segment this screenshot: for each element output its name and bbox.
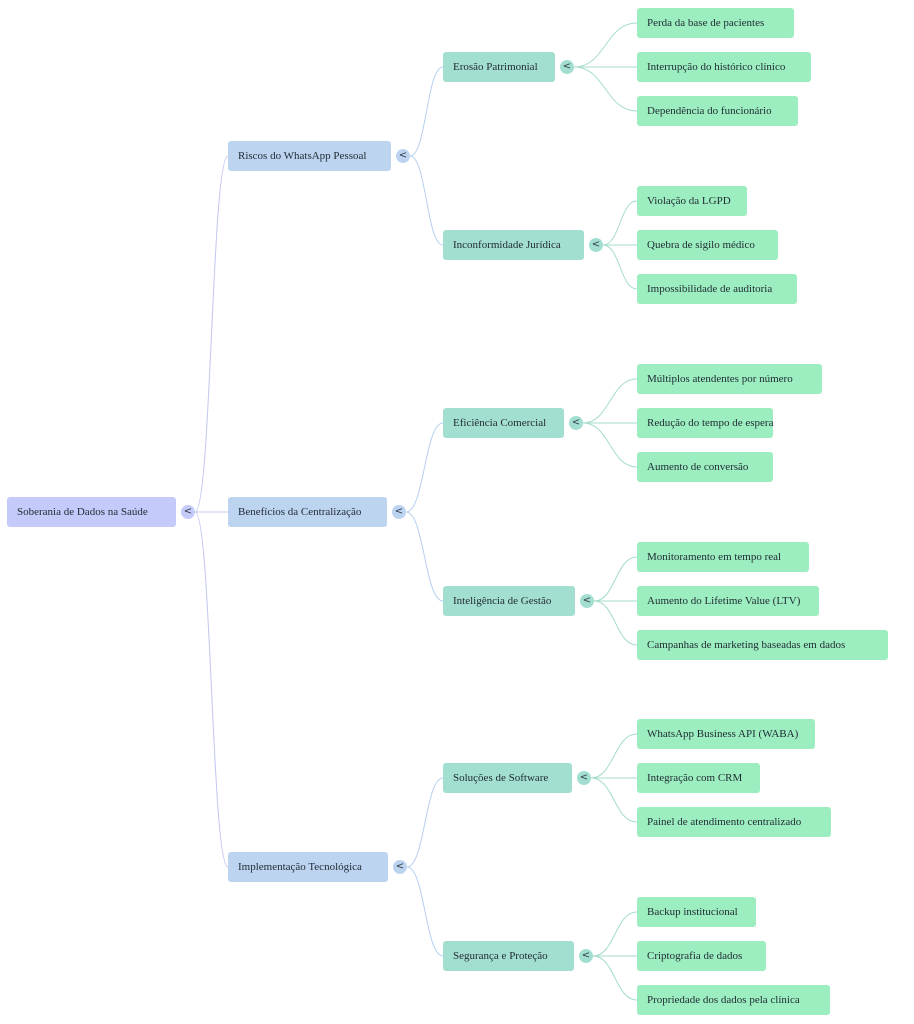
leaf-node[interactable]: Propriedade dos dados pela clínica xyxy=(637,985,830,1015)
topic-leaf-link xyxy=(590,733,638,779)
topic-collapse-toggle[interactable]: < xyxy=(580,594,594,608)
branch-node-label: Implementação Tecnológica xyxy=(238,861,362,873)
branch-collapse-toggle[interactable]: < xyxy=(396,149,410,163)
leaf-node-label: Propriedade dos dados pela clínica xyxy=(647,994,800,1006)
leaf-node-label: Múltiplos atendentes por número xyxy=(647,373,793,385)
leaf-node[interactable]: Painel de atendimento centralizado xyxy=(637,807,831,837)
leaf-node[interactable]: Impossibilidade de auditoria xyxy=(637,274,797,304)
topic-leaf-link xyxy=(593,556,638,602)
leaf-node-label: Perda da base de pacientes xyxy=(647,17,765,29)
topic-node-label: Soluções de Software xyxy=(453,772,549,784)
leaf-node-label: Violação da LGPD xyxy=(647,195,731,207)
leaf-node-label: Quebra de sigilo médico xyxy=(647,239,755,251)
leaf-node[interactable]: Monitoramento em tempo real xyxy=(637,542,809,572)
leaf-node[interactable]: Aumento de conversão xyxy=(637,452,773,482)
leaf-node[interactable]: Redução do tempo de espera xyxy=(637,408,773,438)
topic-node-label: Eficiência Comercial xyxy=(453,417,547,429)
topic-collapse-toggle[interactable]: < xyxy=(560,60,574,74)
branch-collapse-toggle[interactable]: < xyxy=(392,505,406,519)
leaf-node[interactable]: Múltiplos atendentes por número xyxy=(637,364,822,394)
topic-collapse-toggle[interactable]: < xyxy=(589,238,603,252)
leaf-node[interactable]: Backup institucional xyxy=(637,897,756,927)
topic-node-label: Inconformidade Jurídica xyxy=(453,239,561,251)
leaf-node-label: Aumento do Lifetime Value (LTV) xyxy=(647,595,801,607)
branch-topic-link xyxy=(406,777,444,868)
topic-node-label: Inteligência de Gestão xyxy=(453,595,552,607)
leaf-node[interactable]: Dependência do funcionário xyxy=(637,96,798,126)
topic-node-label: Segurança e Proteção xyxy=(453,950,548,962)
branch-node-label: Benefícios da Centralização xyxy=(238,506,362,518)
branch-collapse-toggle[interactable]: < xyxy=(393,860,407,874)
topic-node[interactable]: Inteligência de Gestão xyxy=(443,586,575,616)
branch-topic-link xyxy=(409,155,444,246)
leaf-node[interactable]: Aumento do Lifetime Value (LTV) xyxy=(637,586,819,616)
topic-node-label: Erosão Patrimonial xyxy=(453,61,538,73)
topic-collapse-toggle[interactable]: < xyxy=(569,416,583,430)
topic-leaf-link xyxy=(592,955,638,1001)
leaf-node[interactable]: Violação da LGPD xyxy=(637,186,747,216)
leaf-node-label: Monitoramento em tempo real xyxy=(647,551,782,563)
branch-topic-link xyxy=(405,422,444,513)
leaf-node-label: WhatsApp Business API (WABA) xyxy=(647,728,799,740)
branch-topic-link xyxy=(405,511,444,602)
topic-node[interactable]: Soluções de Software xyxy=(443,763,572,793)
topic-collapse-toggle[interactable]: < xyxy=(579,949,593,963)
topic-leaf-link xyxy=(592,911,638,957)
leaf-node-label: Integração com CRM xyxy=(647,772,743,784)
root-collapse-toggle[interactable]: < xyxy=(181,505,195,519)
root-node-label: Soberania de Dados na Saúde xyxy=(17,506,148,518)
topic-node[interactable]: Erosão Patrimonial xyxy=(443,52,555,82)
branch-node[interactable]: Benefícios da Centralização xyxy=(228,497,387,527)
leaf-node[interactable]: Integração com CRM xyxy=(637,763,760,793)
leaf-node[interactable]: Quebra de sigilo médico xyxy=(637,230,778,260)
leaf-node-label: Backup institucional xyxy=(647,906,738,918)
leaf-node-label: Aumento de conversão xyxy=(647,461,749,473)
topic-leaf-link xyxy=(573,22,638,68)
leaf-node-label: Campanhas de marketing baseadas em dados xyxy=(647,639,846,651)
topic-leaf-link xyxy=(582,422,638,468)
topic-leaf-link xyxy=(582,378,638,424)
leaf-node-label: Redução do tempo de espera xyxy=(647,417,774,429)
topic-node[interactable]: Eficiência Comercial xyxy=(443,408,564,438)
leaf-node[interactable]: Interrupção do histórico clínico xyxy=(637,52,811,82)
branch-topic-link xyxy=(406,866,444,957)
leaf-node-label: Interrupção do histórico clínico xyxy=(647,61,786,73)
topic-node[interactable]: Segurança e Proteção xyxy=(443,941,574,971)
leaf-node-label: Painel de atendimento centralizado xyxy=(647,816,802,828)
branch-node-label: Riscos do WhatsApp Pessoal xyxy=(238,150,367,162)
leaf-node[interactable]: WhatsApp Business API (WABA) xyxy=(637,719,815,749)
topic-collapse-toggle[interactable]: < xyxy=(577,771,591,785)
root-branch-link xyxy=(194,155,229,513)
branch-topic-link xyxy=(409,66,444,157)
leaf-node-label: Dependência do funcionário xyxy=(647,105,772,117)
topic-leaf-link xyxy=(590,777,638,823)
root-node[interactable]: Soberania de Dados na Saúde xyxy=(7,497,176,527)
leaf-node[interactable]: Criptografia de dados xyxy=(637,941,766,971)
topic-leaf-link xyxy=(593,600,638,646)
leaf-node[interactable]: Perda da base de pacientes xyxy=(637,8,794,38)
topic-node[interactable]: Inconformidade Jurídica xyxy=(443,230,584,260)
topic-leaf-link xyxy=(573,66,638,112)
topic-leaf-link xyxy=(602,200,638,246)
leaf-node-label: Impossibilidade de auditoria xyxy=(647,283,773,295)
branch-node[interactable]: Riscos do WhatsApp Pessoal xyxy=(228,141,391,171)
leaf-node[interactable]: Campanhas de marketing baseadas em dados xyxy=(637,630,888,660)
topic-leaf-link xyxy=(602,244,638,290)
root-branch-link xyxy=(194,511,229,868)
branch-node[interactable]: Implementação Tecnológica xyxy=(228,852,388,882)
leaf-node-label: Criptografia de dados xyxy=(647,950,743,962)
